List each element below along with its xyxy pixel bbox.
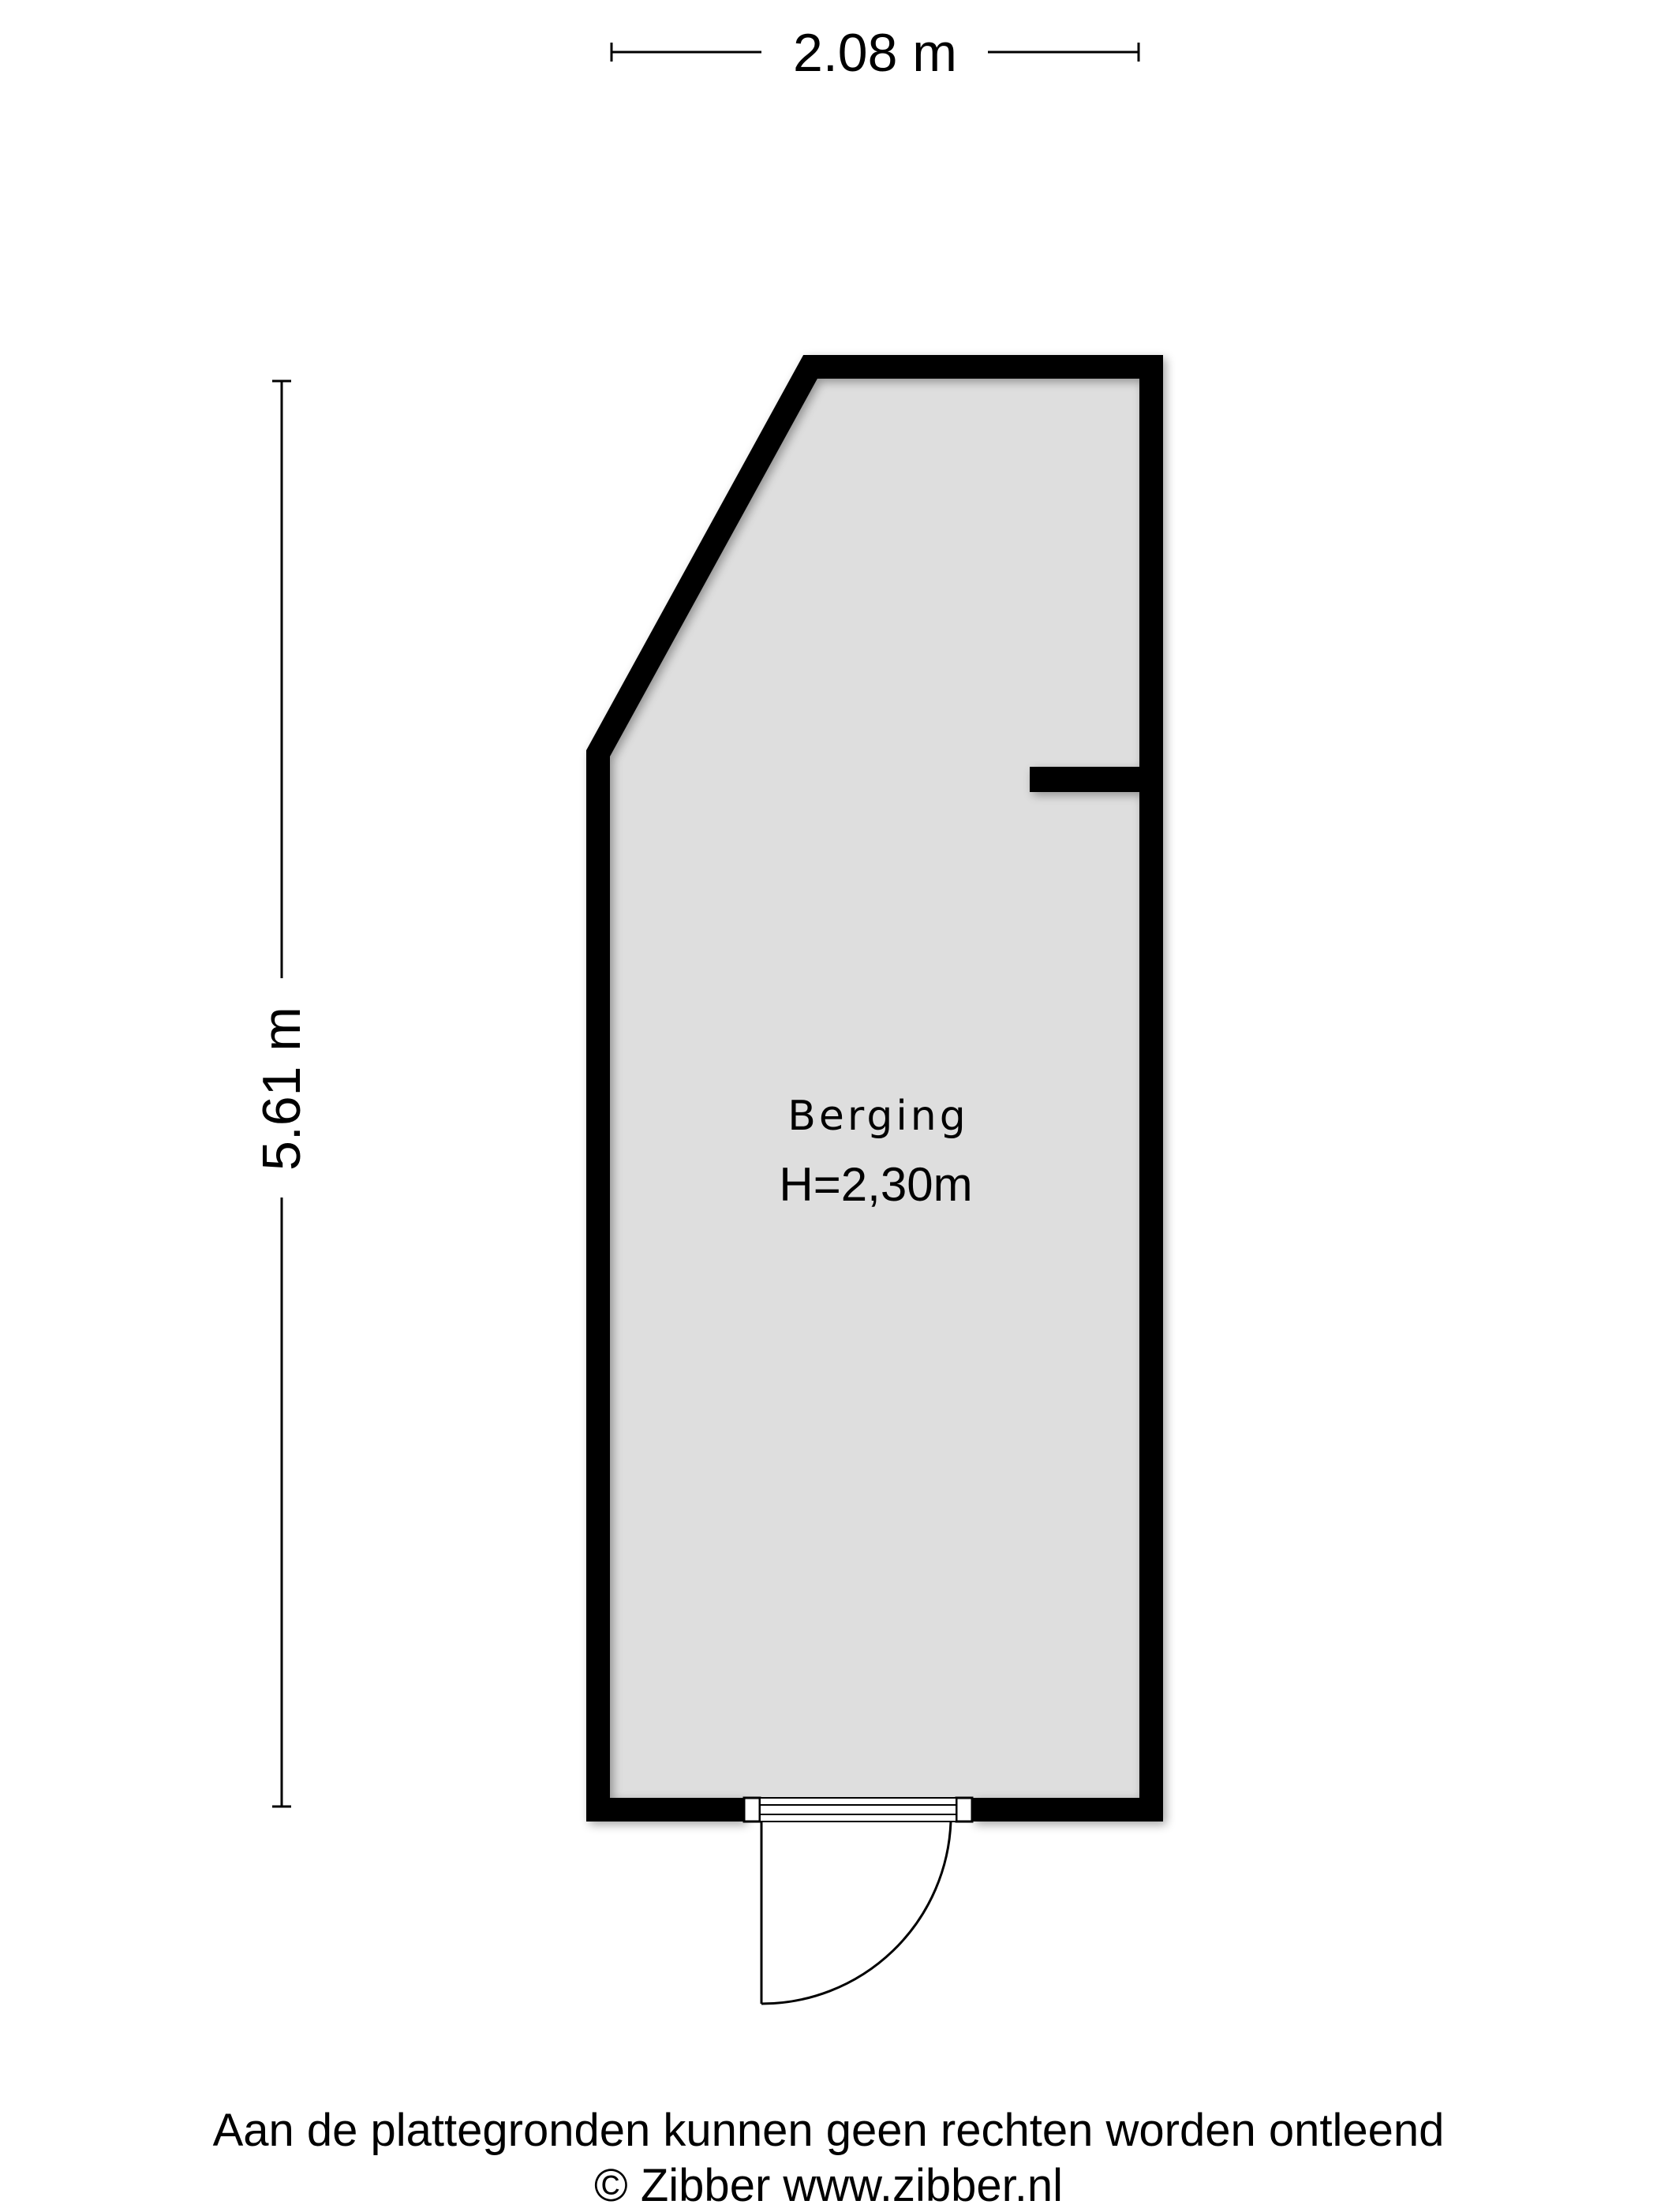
width-dimension: 2.08 m (610, 23, 1140, 83)
room-floor (609, 379, 1139, 1810)
room-height-label: H=2,30m (779, 1158, 972, 1211)
width-dimension-label: 2.08 m (793, 23, 957, 83)
walls (586, 355, 1163, 1822)
wall-stub (1030, 767, 1146, 792)
height-dimension: 5.61 m (252, 379, 312, 1808)
height-dimension-label: 5.61 m (252, 1007, 312, 1171)
door-frame-right (955, 1796, 974, 1823)
door-threshold (759, 1797, 957, 1822)
copyright-text: © Zibber www.zibber.nl (594, 2160, 1063, 2211)
door-frame-left (742, 1796, 761, 1823)
door-swing-arc (761, 1821, 952, 2005)
disclaimer-text: Aan de plattegronden kunnen geen rechten… (212, 2105, 1445, 2156)
outer-wall (586, 355, 1163, 1822)
door (742, 1796, 974, 2005)
room-name-label: Berging (787, 1093, 969, 1140)
